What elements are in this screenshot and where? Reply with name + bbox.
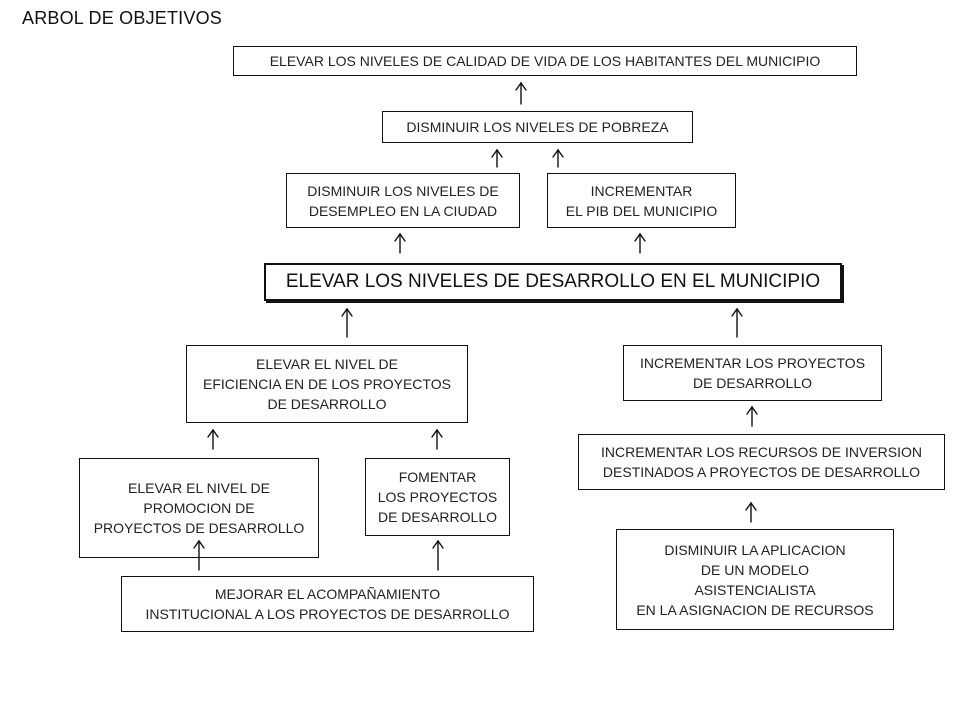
arrow-central-to-desempleo bbox=[394, 232, 406, 254]
node-eficiencia: ELEVAR EL NIVEL DE EFICIENCIA EN DE LOS … bbox=[186, 345, 468, 423]
arrow-acompanamiento-to-fomentar bbox=[432, 539, 444, 571]
arrow-eficiencia-to-central bbox=[341, 307, 353, 338]
node-desempleo: DISMINUIR LOS NIVELES DE DESEMPLEO EN LA… bbox=[286, 173, 520, 228]
arrow-asistencialista-to-recursos bbox=[745, 501, 757, 523]
arrow-promocion-to-eficiencia bbox=[207, 428, 219, 450]
node-asistencialista: DISMINUIR LA APLICACION DE UN MODELO ASI… bbox=[616, 529, 894, 630]
node-incrementar-proyectos: INCREMENTAR LOS PROYECTOS DE DESARROLLO bbox=[623, 345, 882, 401]
node-pib: INCREMENTAR EL PIB DEL MUNICIPIO bbox=[547, 173, 736, 228]
diagram-title: ARBOL DE OBJETIVOS bbox=[22, 8, 222, 28]
node-pobreza: DISMINUIR LOS NIVELES DE POBREZA bbox=[382, 111, 693, 143]
arrow-pobreza-to-top bbox=[515, 81, 527, 105]
arrow-desempleo-to-pobreza bbox=[491, 148, 503, 168]
arrow-recursos-to-proyectos bbox=[746, 405, 758, 427]
arrow-fomentar-to-eficiencia bbox=[431, 428, 443, 450]
arrow-incrementar-proyectos-to-central bbox=[731, 307, 743, 338]
arrow-pib-to-pobreza bbox=[552, 148, 564, 168]
arrow-acompanamiento-to-promocion bbox=[193, 539, 205, 571]
node-fomentar: FOMENTAR LOS PROYECTOS DE DESARROLLO bbox=[365, 458, 510, 536]
node-incrementar-recursos: INCREMENTAR LOS RECURSOS DE INVERSION DE… bbox=[578, 434, 945, 490]
node-acompanamiento: MEJORAR EL ACOMPAÑAMIENTO INSTITUCIONAL … bbox=[121, 576, 534, 632]
arrow-central-to-pib bbox=[634, 232, 646, 254]
node-central-desarrollo: ELEVAR LOS NIVELES DE DESARROLLO EN EL M… bbox=[264, 263, 842, 301]
node-calidad-de-vida: ELEVAR LOS NIVELES DE CALIDAD DE VIDA DE… bbox=[233, 46, 857, 76]
